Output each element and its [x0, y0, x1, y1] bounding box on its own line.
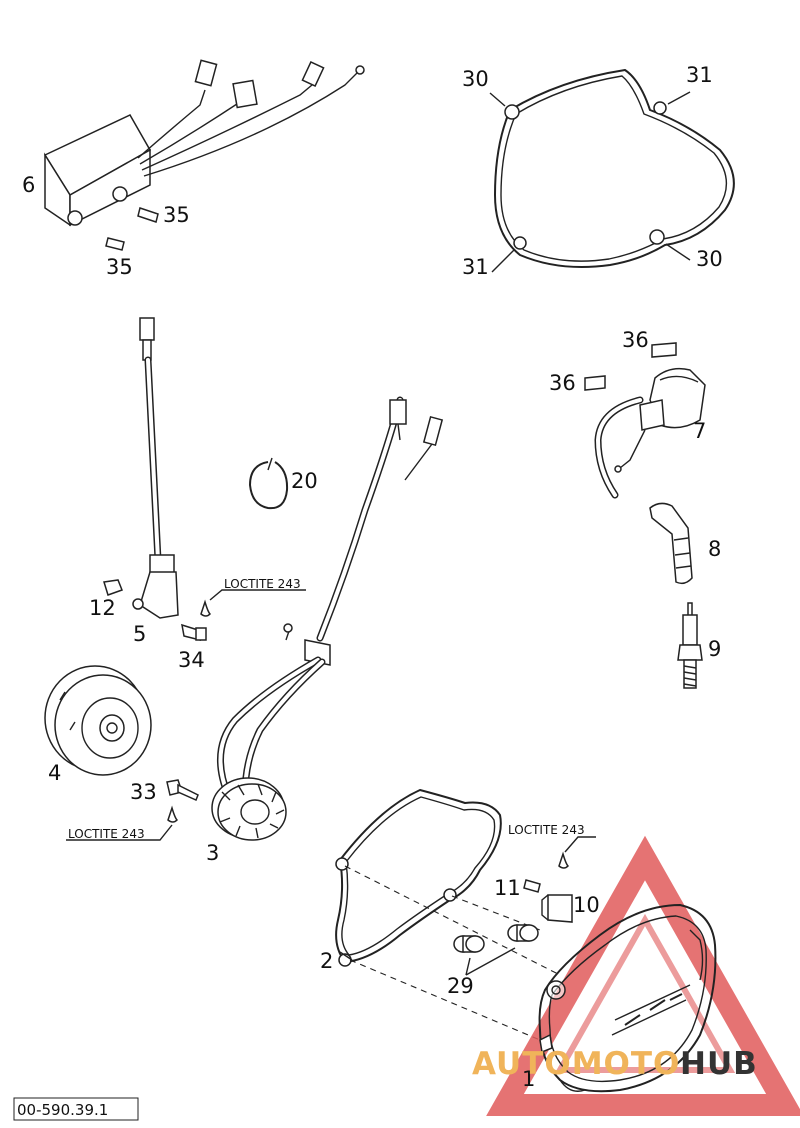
- cdi-screw-drawing: [105, 207, 159, 251]
- label-cable-tie: 20: [291, 469, 318, 493]
- label-rotor: 4: [48, 761, 61, 785]
- label-gasket-30-b: 30: [696, 247, 723, 271]
- rotor-drawing: [44, 665, 152, 776]
- gasket-top-drawing: [489, 68, 735, 273]
- loctite-label-c: LOCTITE 243: [508, 823, 585, 837]
- label-coil-screw-a: 36: [622, 328, 649, 352]
- cable-tie-drawing: [248, 457, 289, 510]
- label-coil-screw-b: 36: [549, 371, 576, 395]
- label-gasket-31-b: 31: [462, 255, 489, 279]
- watermark-text: AUTOMOTO HUB: [472, 1046, 758, 1082]
- loctite-drop-c: [558, 836, 596, 869]
- label-cover-plate: 10: [573, 893, 600, 917]
- loctite-label-a: LOCTITE 243: [224, 577, 301, 591]
- watermark-triangle: [486, 835, 800, 1116]
- label-cover-gasket: 2: [320, 949, 333, 973]
- label-ignition-coil: 7: [693, 419, 706, 443]
- stator-drawing: [211, 396, 444, 841]
- stator-screw-drawing: [166, 779, 199, 802]
- pulse-screw-drawing: [181, 623, 207, 642]
- nut-drawing: [103, 579, 123, 596]
- spark-plug-drawing: [677, 602, 703, 689]
- ignition-coil-drawing: [584, 342, 706, 499]
- label-stator: 3: [206, 841, 219, 865]
- label-gasket-30-a: 30: [462, 67, 489, 91]
- label-spark-plug-cap: 8: [708, 537, 721, 561]
- watermark-part-b: HUB: [680, 1046, 758, 1082]
- label-pulse-generator: 5: [133, 622, 146, 646]
- loctite-label-b: LOCTITE 243: [68, 827, 145, 841]
- watermark-part-a: AUTOMOTO: [472, 1046, 680, 1082]
- label-stator-screw: 33: [130, 780, 157, 804]
- cdi-unit-drawing: [43, 59, 365, 227]
- label-ignition-cover: 1: [522, 1067, 535, 1091]
- pulse-generator-drawing: [132, 317, 179, 619]
- reference-code: 00-590.39.1: [17, 1101, 108, 1119]
- label-cover-screw: 11: [494, 876, 521, 900]
- label-gasket-31-a: 31: [686, 63, 713, 87]
- label-sleeves: 29: [447, 974, 474, 998]
- cover-gasket-drawing: [335, 788, 502, 967]
- loctite-drop-a: [200, 589, 306, 617]
- label-cdi-unit: 6: [22, 173, 35, 197]
- ignition-cover-drawing: [538, 903, 717, 1093]
- label-cdi-screw-a: 35: [163, 203, 190, 227]
- label-spark-plug: 9: [708, 637, 721, 661]
- cover-screw-drawing: [523, 879, 541, 893]
- sleeves-drawing: [453, 924, 539, 976]
- label-nut: 12: [89, 596, 116, 620]
- label-cdi-screw-b: 35: [106, 255, 133, 279]
- loctite-drop-b: [66, 805, 179, 841]
- label-pulse-screw: 34: [178, 648, 205, 672]
- cover-plate-drawing: [541, 894, 573, 923]
- reference-code-box: [13, 1097, 139, 1121]
- spark-plug-cap-drawing: [649, 502, 693, 585]
